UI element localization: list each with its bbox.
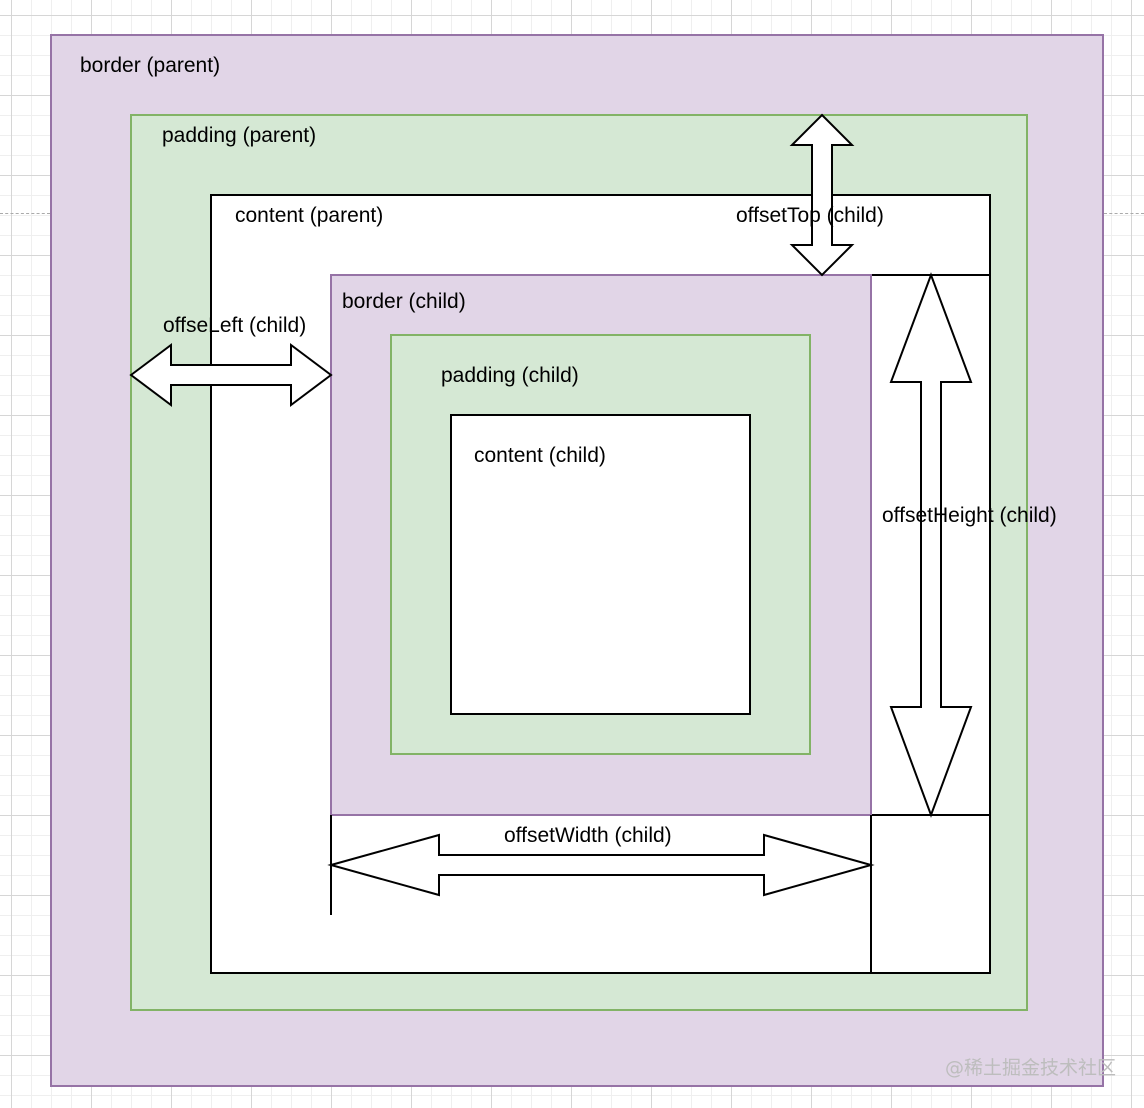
- label-padding-parent: padding (parent): [162, 124, 317, 147]
- offset-top-arrow: [789, 113, 855, 277]
- label-offset-top: offsetTop (child): [736, 204, 884, 227]
- label-offset-height: offsetHeight (child): [882, 504, 1057, 527]
- label-content-parent: content (parent): [235, 204, 384, 227]
- label-border-parent: border (parent): [80, 54, 221, 77]
- watermark: @稀土掘金技术社区: [944, 1057, 1116, 1079]
- child-content-box[interactable]: [450, 414, 751, 715]
- label-offset-left: offseLeft (child): [163, 314, 307, 337]
- label-border-child: border (child): [342, 290, 466, 313]
- guide-line-right: [1104, 213, 1144, 214]
- guide-line-left: [0, 213, 50, 214]
- offset-height-arrow: [889, 272, 973, 818]
- offset-width-arrow: [327, 833, 875, 897]
- offset-left-arrow: [129, 343, 333, 407]
- label-offset-width: offsetWidth (child): [504, 824, 672, 847]
- label-padding-child: padding (child): [441, 364, 579, 387]
- label-content-child: content (child): [474, 444, 606, 467]
- child-bottom-right-cell: [870, 814, 991, 974]
